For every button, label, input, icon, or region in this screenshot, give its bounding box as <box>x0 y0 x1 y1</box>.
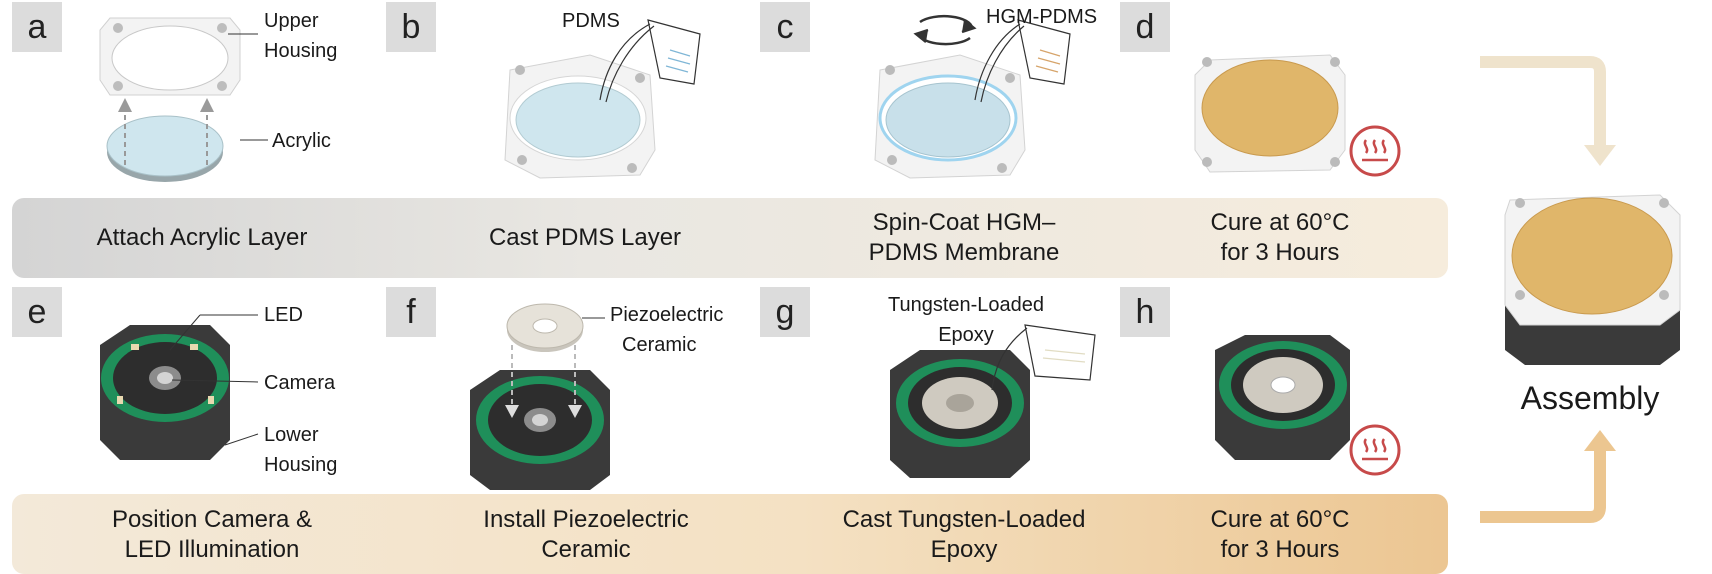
annotation-camera: Camera <box>264 372 336 394</box>
panel-label-g: g <box>760 287 810 337</box>
annotation-upper-housing: Upper Housing <box>264 6 337 66</box>
annotation-hgm-pdms: HGM-PDMS <box>986 6 1098 28</box>
step-caption-f: Install Piezoelectric Ceramic <box>456 505 716 565</box>
annotation-lower-line1: Lower <box>264 424 319 446</box>
alignment-lines <box>124 110 208 165</box>
annotation-lower-housing: Lower Housing <box>264 420 337 480</box>
step-caption-e-line1: Position Camera & <box>111 506 313 533</box>
lower-housing-camera-led <box>100 325 230 460</box>
heat-icon <box>1349 424 1401 476</box>
panel-label-b: b <box>386 2 436 52</box>
annotation-piezoelectric: Piezoelectric Ceramic <box>610 300 723 360</box>
final-assembly <box>1504 194 1681 365</box>
housing-with-hgm-membrane <box>874 54 1026 179</box>
annotation-pdms: PDMS <box>562 10 620 32</box>
top-step-band <box>12 198 1448 278</box>
annotation-lower-line2: Housing <box>264 454 338 476</box>
step-caption-g-line1: Cast Tungsten-Loaded <box>842 506 1086 533</box>
arrow-top-to-assembly <box>1480 56 1616 166</box>
step-caption-g-line2: Epoxy <box>930 536 998 563</box>
step-caption-d-line1: Cure at 60°C <box>1210 209 1350 236</box>
annotation-led: LED <box>264 304 303 326</box>
step-caption-e: Position Camera & LED Illumination <box>82 505 342 565</box>
step-caption-a: Attach Acrylic Layer <box>96 224 308 251</box>
step-caption-h-line1: Cure at 60°C <box>1210 506 1350 533</box>
step-caption-d: Cure at 60°C for 3 Hours <box>1150 208 1410 268</box>
annotation-tungsten-line1: Tungsten-Loaded <box>888 294 1045 316</box>
cured-membrane-housing <box>1194 54 1346 173</box>
hgm-beaker-icon <box>974 19 1071 103</box>
pouring-beaker-icon <box>599 19 701 103</box>
step-caption-c: Spin-Coat HGM– PDMS Membrane <box>834 208 1094 268</box>
housing-with-pdms <box>504 54 656 179</box>
panel-label-a: a <box>12 2 62 52</box>
step-caption-e-line2: LED Illumination <box>124 536 300 563</box>
step-caption-h: Cure at 60°C for 3 Hours <box>1150 505 1410 565</box>
step-caption-f-line1: Install Piezoelectric <box>483 506 689 533</box>
panel-label-d: d <box>1120 2 1170 52</box>
bottom-step-band <box>12 494 1448 574</box>
annotation-upper-line1: Upper <box>264 10 319 32</box>
lower-housing-epoxy <box>890 350 1030 478</box>
annotation-piezo-line2: Ceramic <box>622 334 697 356</box>
panel-label-e: e <box>12 287 62 337</box>
annotation-piezo-line1: Piezoelectric <box>610 304 724 326</box>
annotation-upper-line2: Housing <box>264 40 338 62</box>
acrylic-disc <box>106 115 224 182</box>
step-caption-h-line2: for 3 Hours <box>1220 536 1340 563</box>
arrow-bottom-to-assembly <box>1480 430 1616 523</box>
panel-label-h: h <box>1120 287 1170 337</box>
step-caption-c-line1: Spin-Coat HGM– <box>872 209 1056 236</box>
upper-housing-part <box>99 17 241 96</box>
assembly-label: Assembly <box>1520 380 1660 416</box>
piezoelectric-ring <box>506 303 584 352</box>
step-caption-c-line2: PDMS Membrane <box>868 239 1060 266</box>
step-caption-f-line2: Ceramic <box>541 536 631 563</box>
rotate-arrows-icon <box>913 14 977 46</box>
lower-housing-piezo <box>470 370 610 490</box>
panel-label-f: f <box>386 287 436 337</box>
step-caption-g: Cast Tungsten-Loaded Epoxy <box>834 505 1094 565</box>
step-caption-b: Cast PDMS Layer <box>488 224 682 251</box>
panel-label-c: c <box>760 2 810 52</box>
epoxy-beaker-icon <box>991 324 1096 391</box>
cured-epoxy-housing <box>1215 335 1350 460</box>
heat-icon <box>1349 125 1401 177</box>
annotation-tungsten-line2: Epoxy <box>938 324 994 346</box>
annotation-tungsten: Tungsten-Loaded Epoxy <box>888 290 1044 350</box>
annotation-acrylic: Acrylic <box>272 130 331 152</box>
step-caption-d-line2: for 3 Hours <box>1220 239 1340 266</box>
